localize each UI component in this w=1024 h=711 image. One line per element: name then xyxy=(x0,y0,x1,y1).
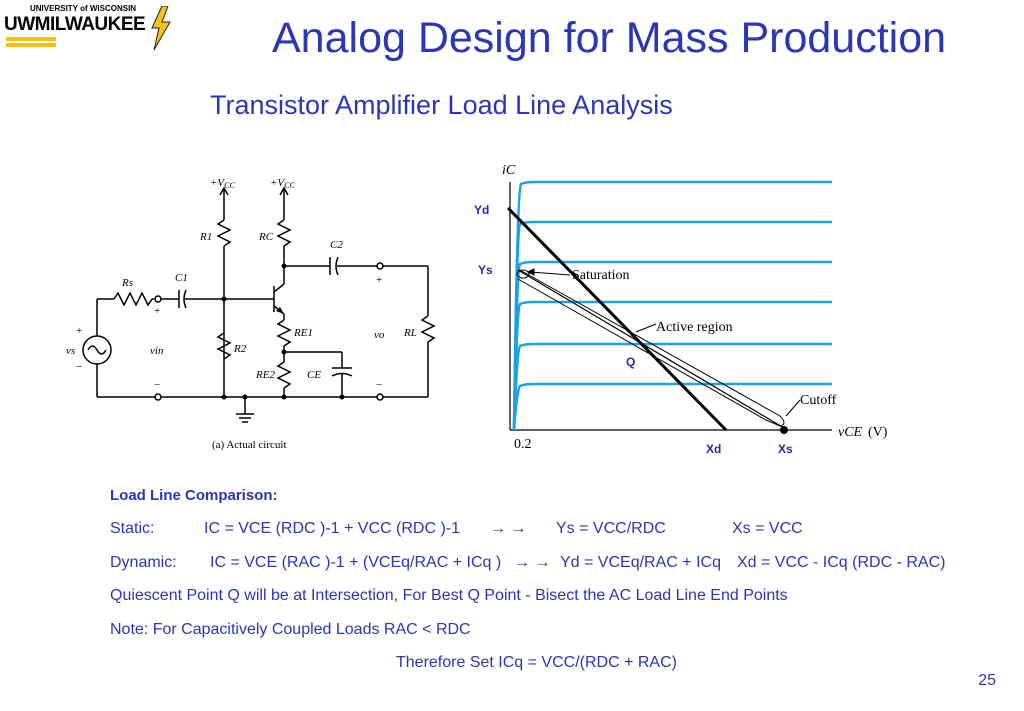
logo-university-text: UNIVERSITY of WISCONSIN xyxy=(30,4,137,13)
logo-stripes xyxy=(6,37,56,47)
load-line-heading: Load Line Comparison: xyxy=(110,487,278,504)
dynamic-arrows: → → xyxy=(514,554,551,571)
university-logo: UNIVERSITY of WISCONSIN UWMILWAUKEE xyxy=(4,4,176,52)
yd-label: Yd xyxy=(474,203,489,217)
vce-unit: (V) xyxy=(868,425,888,440)
dynamic-line: Dynamic: IC = VCE (RAC )-1 + (VCEq/RAC +… xyxy=(110,554,945,572)
r1-label: R1 xyxy=(199,231,212,243)
vin-label: vin xyxy=(150,345,164,357)
c2-label: C2 xyxy=(330,239,343,251)
curve-2 xyxy=(512,342,832,431)
xs-point xyxy=(780,426,788,434)
page-subtitle: Transistor Amplifier Load Line Analysis xyxy=(210,90,673,120)
xs-label: Xs xyxy=(778,442,793,456)
c1-label: C1 xyxy=(175,272,188,284)
active-region-label: Active region xyxy=(656,320,733,335)
therefore-line: Therefore Set ICq = VCC/(RDC + RAC) xyxy=(396,654,677,671)
re1-label: RE1 xyxy=(293,327,313,339)
static-equation: IC = VCE (RDC )-1 + VCC (RDC )-1 xyxy=(204,520,461,537)
lightning-bolt-icon xyxy=(151,6,171,50)
static-arrows: → → xyxy=(490,520,527,537)
re2-label: RE2 xyxy=(255,369,275,381)
rc-label: RC xyxy=(258,231,274,243)
vs-plus: + xyxy=(76,325,82,337)
static-ys: Ys = VCC/RDC xyxy=(556,520,666,537)
curve-6 xyxy=(512,180,832,431)
q-label: Q xyxy=(626,355,635,369)
quiescent-line: Quiescent Point Q will be at Intersectio… xyxy=(110,587,788,604)
vcc-label-1: +VCC xyxy=(210,177,235,190)
vin-minus: − xyxy=(154,379,160,391)
rl-label: RL xyxy=(403,327,417,339)
static-line: Static: IC = VCE (RDC )-1 + VCC (RDC )-1… xyxy=(110,520,803,538)
vin-plus: + xyxy=(154,305,160,317)
ce-label: CE xyxy=(307,369,321,381)
vo-plus: + xyxy=(376,274,382,286)
vs-label: vs xyxy=(66,345,75,357)
dc-load-line xyxy=(517,269,785,429)
ac-load-line xyxy=(506,206,728,432)
note-line: Note: For Capacitively Coupled Loads RAC… xyxy=(110,621,471,638)
characteristic-curves xyxy=(512,180,832,431)
ic-axis-label: iC xyxy=(502,163,516,178)
cutoff-label: Cutoff xyxy=(800,393,837,408)
vs-minus: − xyxy=(76,361,82,373)
saturation-label: Saturation xyxy=(572,268,630,283)
vo-label: vo xyxy=(374,329,385,341)
dynamic-yd: Yd = VCEq/RAC + ICq xyxy=(560,554,721,571)
curve-4 xyxy=(512,260,832,431)
dynamic-equation: IC = VCE (RAC )-1 + (VCEq/RAC + ICq ) xyxy=(210,554,502,571)
dynamic-xd: Xd = VCC - ICq (RDC - RAC) xyxy=(737,554,946,571)
vo-minus: − xyxy=(376,379,382,391)
static-label: Static: xyxy=(110,520,155,537)
load-line-graph: iC vCE (V) 0.2 Saturation Active region … xyxy=(474,163,888,456)
vcc-label-2: +VCC xyxy=(270,177,295,190)
page-title: Analog Design for Mass Production xyxy=(272,14,947,62)
page-number: 25 xyxy=(978,672,996,689)
ys-label: Ys xyxy=(478,263,493,277)
dynamic-label: Dynamic: xyxy=(110,554,177,571)
rs-label: Rs xyxy=(121,277,133,289)
tick-label-0-2: 0.2 xyxy=(514,437,532,452)
static-xs: Xs = VCC xyxy=(732,520,803,537)
r2-label: R2 xyxy=(233,343,247,355)
vce-axis-label: vCE xyxy=(838,425,863,440)
logo-milwaukee-text: UWMILWAUKEE xyxy=(4,14,146,35)
circuit-caption: (a) Actual circuit xyxy=(212,439,287,451)
xd-label: Xd xyxy=(706,442,721,456)
amplifier-circuit-diagram: +VCC +VCC R1 RC C2 Rs C1 RE1 RE2 CE R2 R… xyxy=(66,177,436,451)
